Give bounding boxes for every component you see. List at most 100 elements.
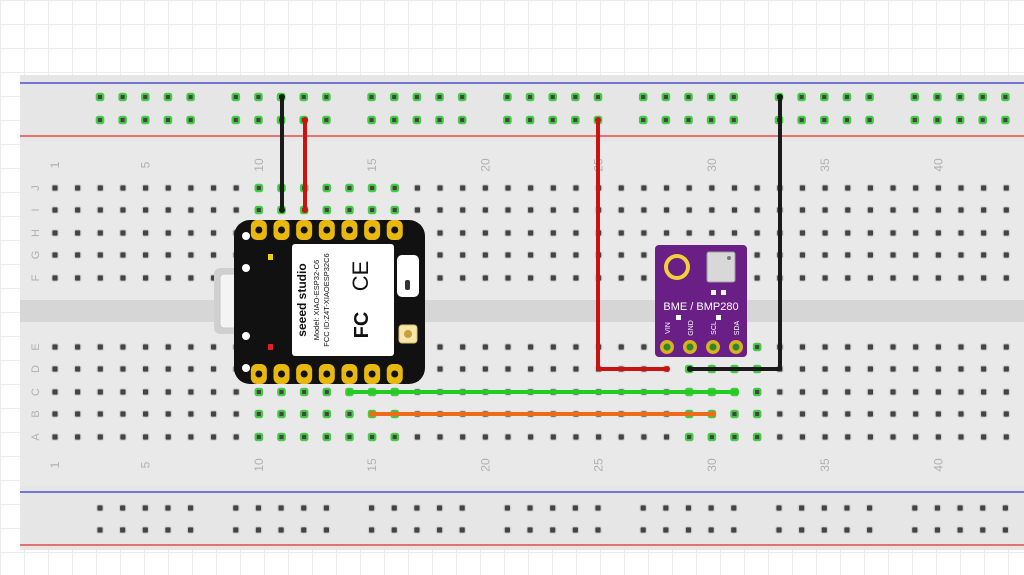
breadboard-hole: [934, 433, 943, 441]
breadboard-hole: [934, 274, 943, 282]
breadboard-hole: [73, 229, 82, 237]
breadboard-hole: [1002, 229, 1011, 237]
rail-hole: [163, 115, 173, 125]
sensor-vin-wire[interactable]: [596, 118, 669, 371]
rail-hole: [186, 115, 195, 125]
rail-hole: [594, 504, 602, 512]
breadboard-hole: [957, 229, 965, 237]
breadboard-hole: [436, 184, 444, 192]
rail-hole: [842, 92, 852, 102]
sensor-gnd-wire-end: [777, 94, 783, 100]
breadboard-hole: [96, 410, 105, 418]
breadboard-hole: [141, 274, 150, 282]
breadboard-hole: [187, 251, 195, 259]
sensor-gnd-wire[interactable]: [688, 95, 782, 371]
breadboard-hole: [164, 184, 173, 192]
breadboard-hole: [119, 433, 127, 441]
breadboard-hole: [481, 343, 490, 351]
row-letter-label: A: [30, 433, 42, 441]
rail-hole: [729, 526, 738, 534]
mount-hole-icon: [242, 364, 250, 372]
xiao-esp32c6-board[interactable]: seeed studio Model: XIAO-ESP32-C6 FCC ID…: [214, 220, 425, 384]
rail-hole: [503, 92, 512, 102]
breadboard-hole: [640, 206, 648, 214]
breadboard-hole: [119, 251, 127, 259]
breadboard-hole: [51, 433, 59, 441]
breadboard-hole: [866, 184, 875, 192]
rail-hole: [548, 92, 558, 102]
sensor-pin-hole: [663, 343, 671, 351]
breadboard-hole: [889, 251, 897, 259]
breadboard-hole: [504, 274, 512, 282]
breadboard-hole: [119, 410, 127, 418]
breadboard-hole: [662, 433, 671, 441]
breadboard-hole: [572, 365, 580, 373]
rail-hole: [661, 115, 671, 125]
breadboard-hole: [187, 229, 195, 237]
breadboard-hole: [322, 183, 332, 193]
smd-part-icon: [676, 315, 681, 320]
breadboard-hole: [119, 184, 127, 192]
breadboard-hole: [752, 387, 762, 397]
breadboard-hole: [141, 184, 150, 192]
rail-hole: [933, 526, 942, 534]
rail-hole: [684, 526, 693, 534]
breadboard-hole: [458, 206, 467, 214]
column-number-label: 20: [478, 458, 492, 472]
breadboard-hole: [187, 274, 195, 282]
column-number-label: 30: [705, 458, 719, 472]
breadboard-hole: [889, 433, 897, 441]
rail-hole: [412, 115, 422, 125]
breadboard-hole: [617, 229, 626, 237]
breadboard-hole: [277, 409, 286, 419]
breadboard-hole: [504, 251, 512, 259]
breadboard-hole: [549, 343, 558, 351]
breadboard-hole: [51, 410, 59, 418]
breadboard-hole: [843, 251, 852, 259]
breadboard-hole: [254, 432, 264, 442]
breadboard-hole: [413, 206, 422, 214]
breadboard-hole: [662, 184, 671, 192]
boot-button[interactable]: [397, 255, 419, 297]
breadboard-hole: [481, 229, 490, 237]
rail-hole: [389, 92, 399, 102]
breadboard-hole: [299, 409, 309, 419]
breadboard-hole: [572, 274, 580, 282]
sda-wire-end: [369, 411, 375, 417]
breadboard-hole: [187, 388, 195, 396]
breadboard-hole: [73, 343, 82, 351]
breadboard-hole: [481, 365, 490, 373]
rail-hole: [367, 115, 376, 125]
mount-hole-icon: [242, 264, 250, 272]
rail-hole: [458, 526, 467, 534]
breadboard-hole: [73, 251, 82, 259]
breadboard-hole: [911, 410, 920, 418]
breadboard-hole: [254, 183, 264, 193]
rail-hole: [706, 115, 716, 125]
rail-hole: [367, 92, 376, 102]
breadboard-hole: [526, 274, 535, 282]
breadboard-hole: [843, 343, 852, 351]
breadboard-hole: [775, 388, 784, 396]
breadboard-hole: [209, 433, 218, 441]
breadboard-hole: [164, 388, 173, 396]
rail-hole: [956, 526, 964, 534]
breadboard-hole: [572, 343, 580, 351]
rail-hole: [322, 92, 331, 102]
rail-hole: [95, 92, 105, 102]
rail-hole: [457, 92, 467, 102]
breadboard-hole: [232, 184, 241, 192]
column-number-label: 40: [931, 458, 945, 472]
breadboard-hole: [1002, 343, 1011, 351]
breadboard-hole: [73, 410, 82, 418]
rail-hole: [118, 504, 127, 512]
breadboard-hole: [979, 184, 988, 192]
breadboard-hole: [390, 432, 400, 442]
breadboard-hole: [934, 229, 943, 237]
rail-hole: [503, 526, 512, 534]
column-number-label: 5: [139, 161, 153, 168]
breadboard-hole: [209, 410, 218, 418]
breadboard-hole: [843, 184, 852, 192]
breadboard-hole: [73, 274, 82, 282]
